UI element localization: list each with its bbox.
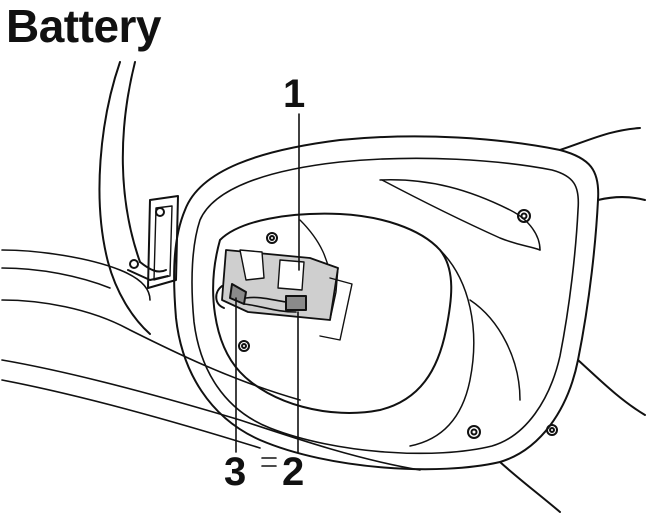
callout-1: 1 [283,72,306,116]
bolt [238,340,250,352]
callout-3: 3 [224,450,247,494]
bolt [517,209,531,223]
bolts [238,209,558,439]
compartment-rim [173,127,646,513]
callout-2: 2 [282,450,305,494]
bolt [546,424,558,436]
leader-lines [235,113,300,467]
bolt [467,425,481,439]
battery-leads [215,283,307,313]
bolt [266,232,278,244]
battery [221,249,353,341]
seat-hinge [127,195,179,289]
inner-well [212,179,541,447]
seat-outline [1,61,421,471]
page-title: Battery [6,0,162,52]
